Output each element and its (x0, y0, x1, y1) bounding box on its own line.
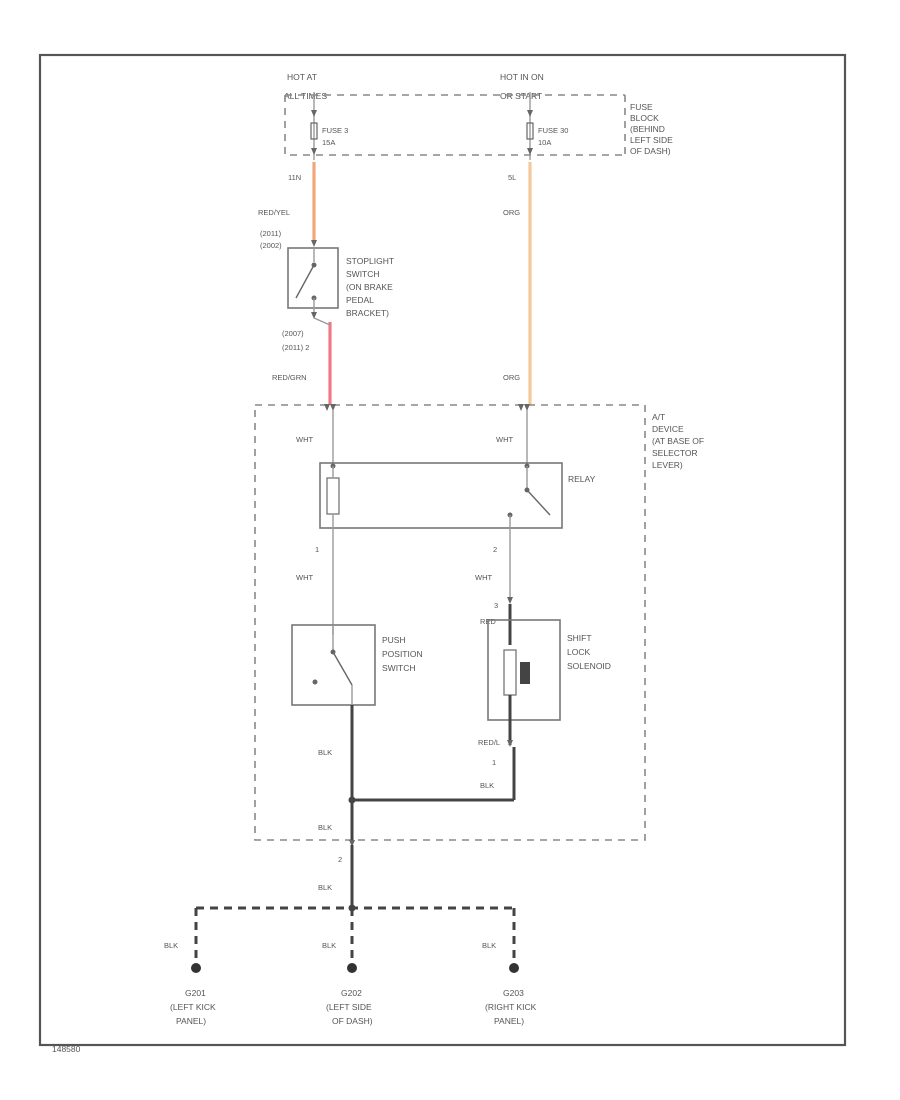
wire-red-grn-label: RED/GRN (272, 373, 307, 382)
svg-text:STOPLIGHT: STOPLIGHT (346, 256, 394, 266)
svg-text:OF DASH): OF DASH) (332, 1016, 373, 1026)
ground-bus (194, 906, 516, 968)
pin-1-label: 1 (315, 545, 319, 554)
svg-text:(AT BASE OF: (AT BASE OF (652, 436, 704, 446)
svg-text:OF DASH): OF DASH) (630, 146, 671, 156)
svg-text:SWITCH: SWITCH (346, 269, 380, 279)
svg-text:PEDAL: PEDAL (346, 295, 374, 305)
svg-text:PANEL): PANEL) (176, 1016, 206, 1026)
svg-text:G203: G203 (503, 988, 524, 998)
svg-text:PUSH: PUSH (382, 635, 406, 645)
wire-blk-switch-label: BLK (318, 748, 332, 757)
ground-g201: G201 (LEFT KICK PANEL) (170, 963, 216, 1026)
svg-text:PANEL): PANEL) (494, 1016, 524, 1026)
svg-text:1: 1 (492, 758, 496, 767)
svg-text:FUSE 30: FUSE 30 (538, 126, 568, 135)
svg-text:BLOCK: BLOCK (630, 113, 659, 123)
relay: RELAY (319, 462, 596, 540)
svg-text:(2002): (2002) (260, 241, 282, 250)
solenoid-coil (503, 649, 517, 696)
wire-blk-device-label: BLK (318, 823, 332, 832)
svg-text:(RIGHT KICK: (RIGHT KICK (485, 1002, 537, 1012)
at-device-label: A/T DEVICE (AT BASE OF SELECTOR LEVER) (652, 412, 704, 470)
wire-wht-1-label: WHT (296, 435, 313, 444)
fuse-3: FUSE 3 15A (310, 92, 348, 160)
svg-text:ALL TIMES: ALL TIMES (284, 91, 327, 101)
svg-text:SHIFT: SHIFT (567, 633, 592, 643)
diagram-frame (38, 53, 847, 1047)
svg-text:LEFT SIDE: LEFT SIDE (630, 135, 673, 145)
svg-text:(LEFT KICK: (LEFT KICK (170, 1002, 216, 1012)
wire-org-mid-label: ORG (503, 373, 520, 382)
svg-text:(2011) 2: (2011) 2 (282, 343, 309, 352)
pin-device-out-label: 2 (338, 855, 342, 864)
svg-text:A/T: A/T (652, 412, 665, 422)
svg-text:RED/L: RED/L (478, 738, 500, 747)
figure-id: 148580 (52, 1044, 81, 1054)
ground-g203: G203 (RIGHT KICK PANEL) (485, 963, 537, 1026)
wire-wht-2-label: WHT (496, 435, 513, 444)
svg-text:G202: G202 (341, 988, 362, 998)
svg-text:LOCK: LOCK (567, 647, 590, 657)
wire-org-top-label: ORG (503, 208, 520, 217)
svg-text:3: 3 (494, 601, 498, 610)
svg-text:SWITCH: SWITCH (382, 663, 416, 673)
pin-2-label: 2 (493, 545, 497, 554)
at-device-connectors (324, 404, 530, 411)
svg-text:(BEHIND: (BEHIND (630, 124, 665, 134)
svg-text:RELAY: RELAY (568, 474, 596, 484)
fuse-3-terminal: 11N (288, 173, 301, 182)
svg-text:SOLENOID: SOLENOID (567, 661, 611, 671)
svg-text:FUSE 3: FUSE 3 (322, 126, 348, 135)
wire-blk-sol-label: BLK (480, 781, 494, 790)
splice-device (348, 796, 356, 804)
svg-text:POSITION: POSITION (382, 649, 423, 659)
wire-blk-g1-label: BLK (164, 941, 178, 950)
ground-g202: G202 (LEFT SIDE OF DASH) (326, 963, 373, 1026)
svg-text:SELECTOR: SELECTOR (652, 448, 698, 458)
shift-lock-solenoid: 3 RED SHIFT LOCK SOLENOID RED/L 1 (478, 597, 611, 767)
fuse-30-terminal: 5L (508, 173, 516, 182)
wire-blk-g2-label: BLK (322, 941, 336, 950)
wire-red-yel-label: RED/YEL (258, 208, 290, 217)
svg-text:(2011): (2011) (260, 229, 282, 238)
svg-text:15A: 15A (322, 138, 335, 147)
svg-text:10A: 10A (538, 138, 551, 147)
at-device-boundary (254, 404, 646, 841)
fuse-30: FUSE 30 10A (526, 92, 568, 160)
svg-text:(LEFT SIDE: (LEFT SIDE (326, 1002, 372, 1012)
hot-at-all-times-label: HOT AT ALL TIMES (284, 72, 327, 101)
wire-blk-below-label: BLK (318, 883, 332, 892)
wire-blk-g3-label: BLK (482, 941, 496, 950)
svg-text:G201: G201 (185, 988, 206, 998)
wire-wht-3-label: WHT (296, 573, 313, 582)
svg-text:LEVER): LEVER) (652, 460, 683, 470)
svg-text:BRACKET): BRACKET) (346, 308, 389, 318)
svg-text:OR START: OR START (500, 91, 542, 101)
relay-coil (326, 477, 340, 515)
svg-text:DEVICE: DEVICE (652, 424, 684, 434)
svg-text:(ON BRAKE: (ON BRAKE (346, 282, 393, 292)
svg-text:FUSE: FUSE (630, 102, 653, 112)
push-position-switch: PUSH POSITION SWITCH (291, 624, 423, 706)
svg-text:(2007): (2007) (282, 329, 304, 338)
wire-wht-4-label: WHT (475, 573, 492, 582)
hot-in-on-or-start-label: HOT IN ON OR START (500, 72, 544, 101)
svg-text:HOT IN ON: HOT IN ON (500, 72, 544, 82)
fuse-block-label: FUSE BLOCK (BEHIND LEFT SIDE OF DASH) (630, 102, 673, 156)
svg-text:HOT AT: HOT AT (287, 72, 317, 82)
fuse-block-boundary (284, 94, 626, 156)
stoplight-switch: (2011) (2002) STOPLIGHT SWITCH (ON BRAKE… (260, 229, 394, 352)
